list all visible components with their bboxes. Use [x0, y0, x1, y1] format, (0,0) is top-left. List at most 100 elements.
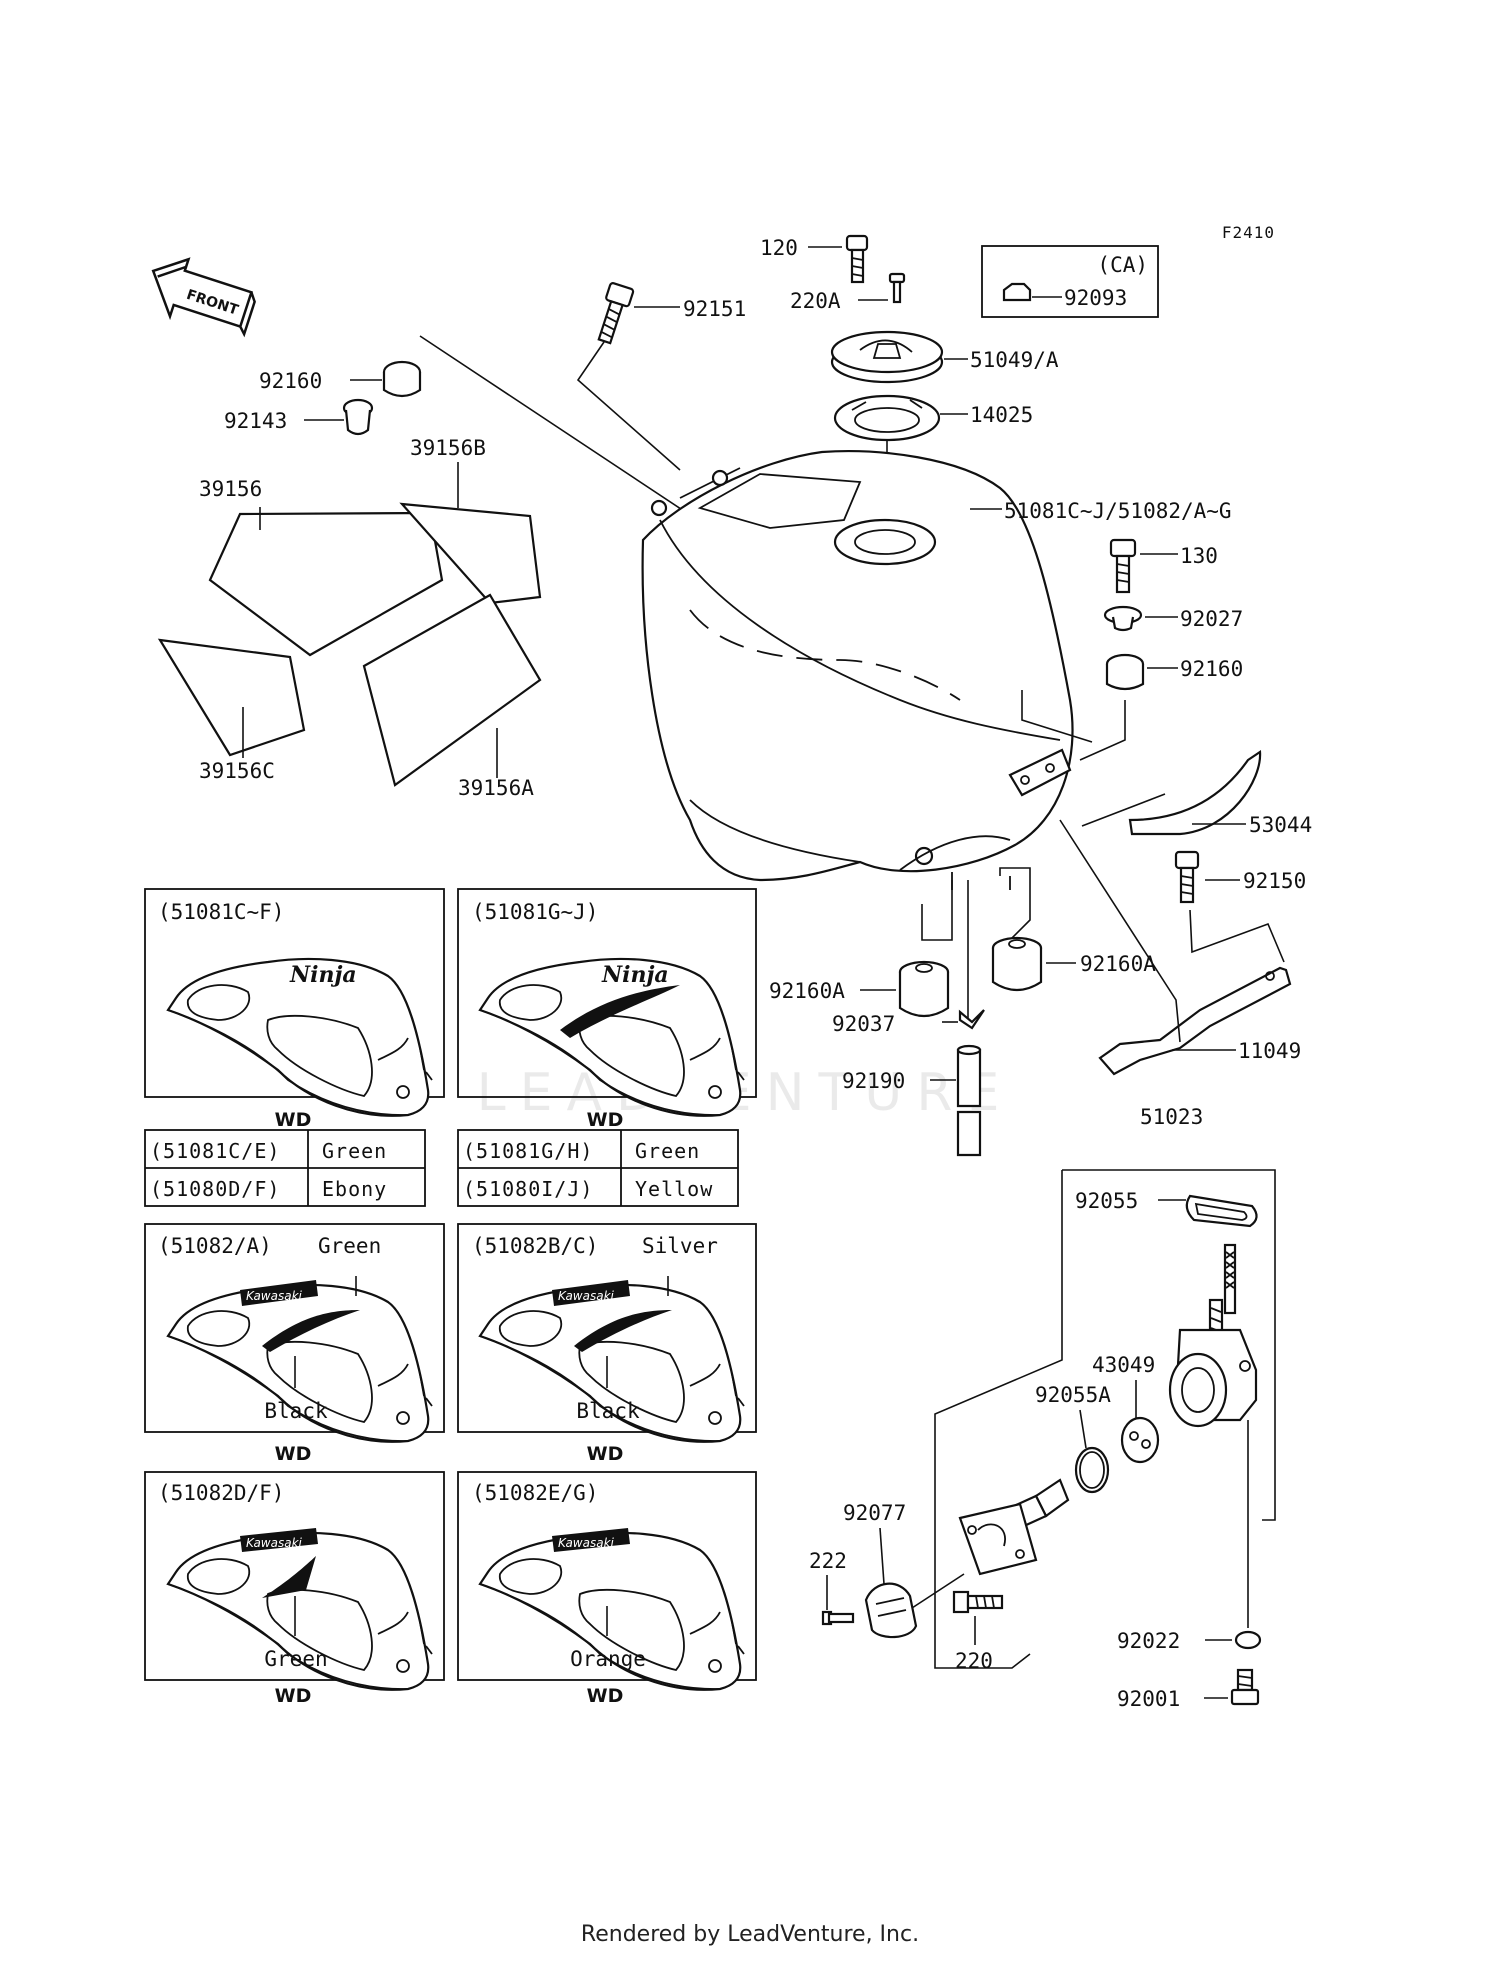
- table-cell: Yellow: [635, 1177, 713, 1201]
- wd-label: WD: [275, 1685, 312, 1707]
- svg-text:LEADVENTURE: LEADVENTURE: [477, 1063, 1014, 1123]
- footer-credit: Rendered by LeadVenture, Inc.: [580, 1922, 920, 1947]
- callout-92001: 92001: [1117, 1687, 1180, 1711]
- clamp-92037: [958, 1009, 985, 1030]
- pad-39156A: [362, 593, 542, 787]
- pad-39156B: [399, 502, 542, 605]
- ca-region-box: [981, 245, 1159, 318]
- callout-92037: 92037: [832, 1012, 895, 1036]
- kawasaki-logo: Kawasaki: [558, 1536, 615, 1550]
- table-cell: (51080D/F): [150, 1177, 280, 1201]
- variant-panel-51081G-J: (51081G~J) Ninja WD: [457, 888, 757, 1131]
- washer-92022: [1234, 1630, 1262, 1650]
- variant-sub-color: Orange: [570, 1647, 646, 1671]
- callout-39156A: 39156A: [458, 776, 534, 800]
- front-direction-arrow: FRONT: [151, 257, 256, 338]
- kawasaki-logo: Kawasaki: [246, 1536, 303, 1550]
- fuel-cock-body: [1168, 1243, 1258, 1428]
- variant-sub-color: Green: [264, 1647, 327, 1671]
- callout-11049: 11049: [1238, 1039, 1301, 1063]
- kawasaki-logo: Kawasaki: [558, 1289, 615, 1303]
- cap-gasket-14025: [833, 394, 941, 442]
- callout-51049: 51049/A: [970, 348, 1059, 372]
- bolt-92001: [1230, 1668, 1260, 1706]
- variant-panel-51081C-F: (51081C~F) Ninja WD: [144, 888, 445, 1131]
- ninja-logo: Ninja: [289, 962, 357, 988]
- damper-92160A-right: [991, 936, 1043, 992]
- fuel-tank-51081: [641, 450, 1074, 882]
- table-cell: (51080I/J): [463, 1177, 593, 1201]
- variant-color: Green: [318, 1234, 381, 1258]
- table-cell: Ebony: [322, 1177, 387, 1201]
- variant-panel-51082E-G: (51082E/G) Kawasaki Orange WD: [457, 1471, 757, 1707]
- bracket-11049: [1098, 966, 1292, 1076]
- callout-92160A-left: 92160A: [769, 979, 845, 1003]
- bolt-92150: [1174, 850, 1200, 904]
- ca-label: (CA): [1097, 253, 1148, 277]
- grommet-92160-right: [1105, 653, 1145, 691]
- callout-92151: 92151: [683, 297, 746, 321]
- callout-92027: 92027: [1180, 607, 1243, 631]
- hose-92190: [956, 1044, 982, 1157]
- callout-51023: 51023: [1140, 1105, 1203, 1129]
- callout-222: 222: [809, 1549, 847, 1573]
- fuel-cap-51049: [830, 330, 944, 384]
- nut-92093: [1002, 282, 1032, 302]
- bolt-92151: [597, 282, 635, 345]
- callout-220A: 220A: [790, 289, 841, 313]
- plate-cock: [958, 1502, 1038, 1576]
- collar-92143: [342, 398, 374, 436]
- callout-39156B: 39156B: [410, 436, 486, 460]
- callout-53044: 53044: [1249, 813, 1312, 837]
- callout-14025: 14025: [970, 403, 1033, 427]
- callout-130: 130: [1180, 544, 1218, 568]
- variant-code: (51082/A): [158, 1234, 272, 1258]
- callout-92160-right: 92160: [1180, 657, 1243, 681]
- screw-222: [821, 1610, 855, 1626]
- table-cell: (51081C/E): [150, 1139, 280, 1163]
- variant-color: Silver: [642, 1234, 718, 1258]
- figure-code: F2410: [1222, 223, 1275, 242]
- callout-92055A: 92055A: [1035, 1383, 1111, 1407]
- bolt-120: [845, 234, 869, 284]
- variant-panel-51082B-C: (51082B/C) Silver Kawasaki Black WD: [457, 1223, 757, 1465]
- wd-label: WD: [275, 1443, 312, 1465]
- callout-92160-top: 92160: [259, 369, 322, 393]
- ninja-logo: Ninja: [601, 962, 669, 988]
- callout-51081: 51081C~J/51082/A~G: [1004, 499, 1232, 523]
- variant-code: (51082D/F): [158, 1481, 284, 1505]
- pad-39156C: [157, 638, 306, 757]
- variant-sub-color: Black: [264, 1399, 328, 1423]
- callout-92190: 92190: [842, 1069, 905, 1093]
- variant-code: (51081G~J): [472, 900, 598, 924]
- variant-sub-color: Black: [576, 1399, 640, 1423]
- table-cell: Green: [322, 1139, 387, 1163]
- rubber-seal-53044: [1128, 750, 1262, 836]
- callout-43049: 43049: [1092, 1353, 1155, 1377]
- callout-39156: 39156: [199, 477, 262, 501]
- callout-92150: 92150: [1243, 869, 1306, 893]
- oring-43049: [1120, 1416, 1160, 1464]
- callout-220: 220: [955, 1649, 993, 1673]
- callout-39156C: 39156C: [199, 759, 275, 783]
- damper-92160A-left: [898, 960, 950, 1018]
- wd-label: WD: [275, 1109, 312, 1131]
- variant-panel-51082-A: (51082/A) Green Kawasaki Black WD: [144, 1223, 445, 1465]
- color-table-51081G-J: (51081G/H) Green (51080I/J) Yellow: [457, 1129, 739, 1207]
- screw-220: [952, 1590, 1004, 1614]
- callout-92022: 92022: [1117, 1629, 1180, 1653]
- callout-92055: 92055: [1075, 1189, 1138, 1213]
- variant-code: (51082E/G): [472, 1481, 598, 1505]
- lever-92077: [864, 1582, 918, 1639]
- callout-120: 120: [760, 236, 798, 260]
- color-table-51081C-F: (51081C/E) Green (51080D/F) Ebony: [144, 1129, 426, 1207]
- callout-92160A-right: 92160A: [1080, 952, 1156, 976]
- pad-39156: [208, 511, 444, 657]
- wd-label: WD: [587, 1443, 624, 1465]
- table-cell: Green: [635, 1139, 700, 1163]
- oring-92055A: [1074, 1446, 1110, 1494]
- callout-92143: 92143: [224, 409, 287, 433]
- gasket-92055: [1185, 1194, 1258, 1228]
- table-cell: (51081G/H): [463, 1139, 593, 1163]
